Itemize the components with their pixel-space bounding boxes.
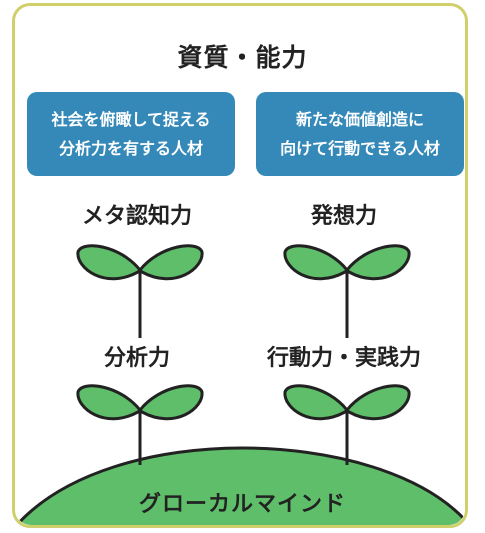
ability-label-analysis: 分析力: [103, 346, 170, 371]
badge-line: 向けて行動できる人材: [280, 139, 440, 158]
badge-value-creation-talent: 新たな価値創造に 向けて行動できる人材: [256, 92, 464, 176]
badge-line: 分析力を有する人材: [58, 139, 203, 158]
ability-label-ideation: 発想力: [310, 204, 377, 229]
sprout-icon: [283, 244, 411, 338]
sprout-icon: [76, 384, 204, 465]
badge-line: 社会を俯瞰して捉える: [51, 110, 211, 129]
ability-label-action-practice: 行動力・実践力: [266, 346, 421, 371]
badge-analytical-talent: 社会を俯瞰して捉える 分析力を有する人材: [27, 92, 235, 176]
page-title: 資質・能力: [177, 43, 308, 72]
badge-line: 新たな価値創造に: [295, 110, 424, 129]
sprout-icon: [283, 384, 411, 465]
ground-label: グローカルマインド: [138, 492, 346, 517]
ability-label-metacognition: メタ認知力: [81, 204, 192, 229]
sprout-icon: [76, 244, 204, 338]
